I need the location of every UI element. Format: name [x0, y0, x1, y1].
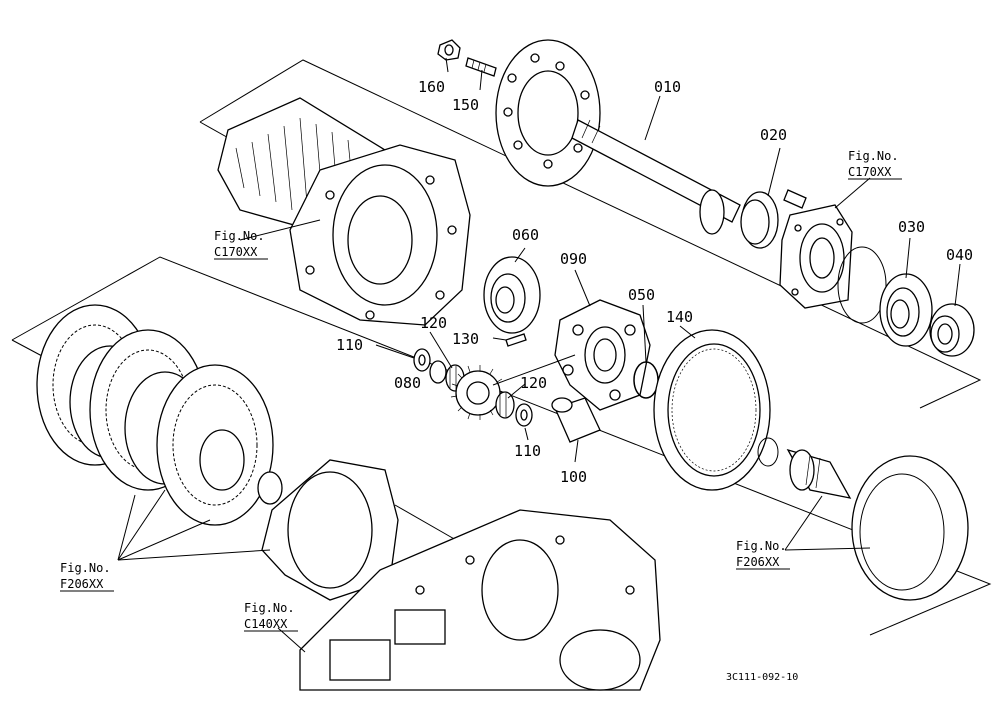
pin-130[interactable]: [505, 333, 527, 347]
pinion-shaft: [786, 448, 852, 499]
label-080[interactable]: 080: [394, 374, 421, 392]
fig-ref-f206-left-code[interactable]: F206XX: [60, 577, 104, 591]
seal-ring-left: [257, 471, 283, 505]
label-120-lower[interactable]: 120: [520, 374, 547, 392]
ring-gear-140[interactable]: [653, 329, 771, 491]
bearing-030[interactable]: [879, 273, 933, 347]
planet-gear: [450, 365, 506, 420]
label-140[interactable]: 140: [666, 308, 693, 326]
label-110-upper[interactable]: 110: [336, 336, 363, 354]
fig-ref-c170-top-prefix[interactable]: Fig.No.: [848, 149, 899, 163]
stud-bolt-150[interactable]: [465, 57, 497, 77]
fig-ref-f206-right-code[interactable]: F206XX: [736, 555, 780, 569]
bearing-housing-c170xx: [779, 189, 853, 309]
label-090[interactable]: 090: [560, 250, 587, 268]
label-160[interactable]: 160: [418, 78, 445, 96]
nut-160[interactable]: [437, 39, 461, 61]
fig-ref-f206-left-prefix[interactable]: Fig.No.: [60, 561, 111, 575]
label-040[interactable]: 040: [946, 246, 973, 264]
o-ring: [837, 246, 887, 324]
label-030[interactable]: 030: [898, 218, 925, 236]
label-120-upper[interactable]: 120: [420, 314, 447, 332]
label-050[interactable]: 050: [628, 286, 655, 304]
leader-lines: [117, 57, 961, 653]
planet-carrier-090[interactable]: [554, 299, 651, 411]
label-130[interactable]: 130: [452, 330, 479, 348]
label-150[interactable]: 150: [452, 96, 479, 114]
label-020[interactable]: 020: [760, 126, 787, 144]
fig-ref-f206-right-prefix[interactable]: Fig.No.: [736, 539, 787, 553]
fig-ref-c140-prefix[interactable]: Fig.No.: [244, 601, 295, 615]
figure-references: Fig.No. C170XX Fig.No. C170XX Fig.No. F2…: [60, 149, 902, 632]
brake-plate-f206xx: [851, 455, 969, 601]
drawing-code: 3C111-092-10: [726, 672, 798, 683]
axle-shaft-010[interactable]: [495, 39, 741, 235]
label-110-lower[interactable]: 110: [514, 442, 541, 460]
needle-bearing-120-lower[interactable]: [495, 391, 515, 419]
washer-080[interactable]: [429, 360, 447, 384]
washer-110-upper[interactable]: [413, 348, 431, 372]
part-labels: 160 150 010 020 030 040 060 090 050 140 …: [336, 78, 973, 486]
oil-seal-020[interactable]: [740, 191, 779, 249]
brake-discs-f206xx: [36, 304, 274, 526]
washer-110-lower[interactable]: [515, 403, 533, 427]
small-washer: [757, 437, 779, 467]
fig-ref-c170-left-code[interactable]: C170XX: [214, 245, 258, 259]
shaft-100[interactable]: [551, 397, 601, 443]
fig-ref-c170-top-code[interactable]: C170XX: [848, 165, 892, 179]
lock-nut-040[interactable]: [929, 303, 975, 357]
label-100[interactable]: 100: [560, 468, 587, 486]
fig-ref-c170-left-prefix[interactable]: Fig.No.: [214, 229, 265, 243]
fig-ref-c140-code[interactable]: C140XX: [244, 617, 288, 631]
brake-housing-c170xx: [217, 97, 471, 326]
label-010[interactable]: 010: [654, 78, 681, 96]
bearing-060[interactable]: [483, 256, 541, 334]
transmission-case-c140xx: [299, 509, 661, 691]
label-060[interactable]: 060: [512, 226, 539, 244]
